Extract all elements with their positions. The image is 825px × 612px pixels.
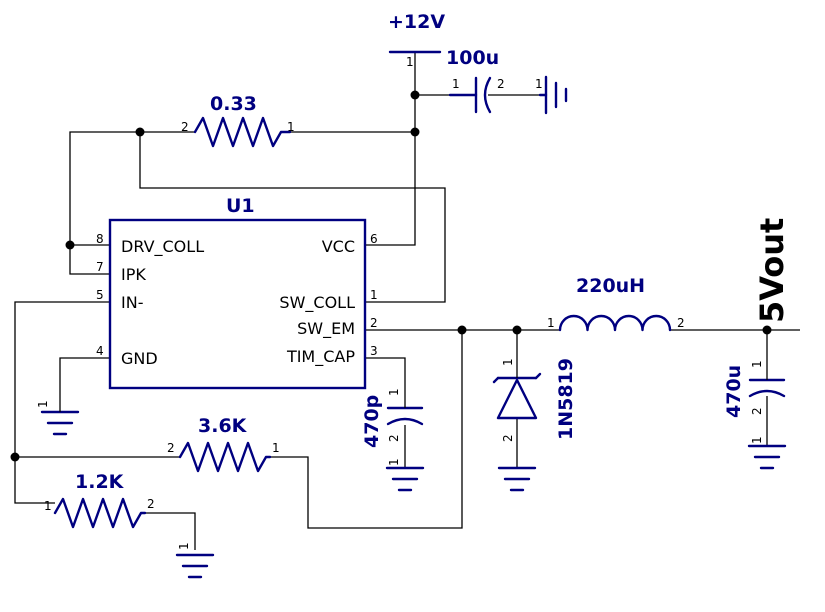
pin-label-gnd: GND [121, 349, 158, 368]
svg-text:2: 2 [677, 316, 685, 330]
svg-text:1: 1 [387, 458, 401, 466]
diode-part-number: 1N5819 [555, 358, 577, 440]
svg-text:1: 1 [535, 77, 543, 91]
svg-text:1: 1 [406, 55, 414, 69]
svg-text:2: 2 [181, 120, 189, 134]
supply-label: +12V [388, 11, 445, 33]
ground-icon: 1 [36, 398, 80, 436]
junction-dot [410, 127, 420, 137]
sense-resistor-value: 0.33 [210, 93, 257, 115]
svg-text:2: 2 [750, 407, 764, 415]
svg-text:1: 1 [750, 360, 764, 368]
inductor: 220uH 1 2 [547, 275, 685, 332]
svg-text:2: 2 [167, 441, 175, 455]
supply-12v: +12V 1 [388, 11, 445, 69]
sense-resistor: 0.33 2 1 [181, 93, 295, 148]
pin-label-sw-em: SW_EM [297, 319, 355, 339]
feedback-resistor-top: 3.6K 2 1 [167, 415, 280, 473]
inductor-value: 220uH [576, 275, 645, 297]
input-capacitor-value: 100u [446, 47, 499, 69]
output-net-label: 5Vout [753, 218, 791, 323]
pin-label-sw-coll: SW_COLL [279, 293, 355, 313]
junctions [10, 90, 772, 462]
pin-number-3: 3 [370, 344, 378, 358]
junction-dot [457, 325, 467, 335]
ic-u1: U1 DRV_COLL IPK IN- GND VCC SW_COLL SW_E… [96, 195, 378, 390]
pin-number-6: 6 [370, 232, 378, 246]
svg-text:1: 1 [272, 441, 280, 455]
ic-refdes: U1 [226, 195, 255, 217]
ic-body [108, 218, 367, 390]
pin-label-tim-cap: TIM_CAP [286, 347, 355, 367]
pin-number-8: 8 [96, 232, 104, 246]
junction-dot [512, 325, 522, 335]
junction-dot [410, 90, 420, 100]
wires [14, 52, 800, 550]
schottky-diode: 1N5819 1 2 [492, 358, 577, 442]
ground-icon: 1 [175, 542, 215, 579]
ground-icon: 1 [747, 436, 787, 470]
svg-text:1: 1 [547, 316, 555, 330]
input-capacitor: 100u 1 2 [446, 47, 505, 114]
pin-label-drv-coll: DRV_COLL [121, 237, 204, 257]
svg-text:2: 2 [147, 497, 155, 511]
svg-text:1: 1 [387, 388, 401, 396]
pin-label-ipk: IPK [121, 265, 146, 284]
timing-capacitor-value: 470p [361, 395, 383, 448]
ground-icon: 1 [385, 458, 425, 492]
feedback-resistor-top-value: 3.6K [198, 415, 248, 437]
svg-text:2: 2 [387, 434, 401, 442]
junction-dot [762, 325, 772, 335]
pin-number-4: 4 [96, 344, 104, 358]
pin-number-5: 5 [96, 288, 104, 302]
pin-label-in-minus: IN- [121, 293, 143, 312]
svg-text:1: 1 [501, 358, 515, 366]
feedback-resistor-bottom-value: 1.2K [75, 471, 125, 493]
svg-text:1: 1 [36, 400, 50, 408]
junction-dot [10, 452, 20, 462]
pin-label-vcc: VCC [322, 237, 355, 256]
output-capacitor: 470u 1 2 [723, 360, 786, 418]
svg-text:1: 1 [750, 436, 764, 444]
ground-icon [497, 466, 537, 492]
junction-dot [65, 240, 75, 250]
ground-icon: 1 [535, 75, 568, 115]
svg-text:1: 1 [287, 120, 295, 134]
svg-text:1: 1 [452, 77, 460, 91]
pin-number-2: 2 [370, 316, 378, 330]
svg-text:2: 2 [501, 434, 515, 442]
svg-text:2: 2 [497, 77, 505, 91]
junction-dot [135, 127, 145, 137]
feedback-resistor-bottom: 1.2K 1 2 [44, 471, 155, 529]
svg-text:1: 1 [177, 542, 191, 550]
svg-text:1: 1 [44, 499, 52, 513]
pin-number-7: 7 [96, 260, 104, 274]
output-capacitor-value: 470u [723, 365, 745, 418]
pin-number-1: 1 [370, 288, 378, 302]
timing-capacitor: 470p 1 2 [361, 388, 424, 448]
